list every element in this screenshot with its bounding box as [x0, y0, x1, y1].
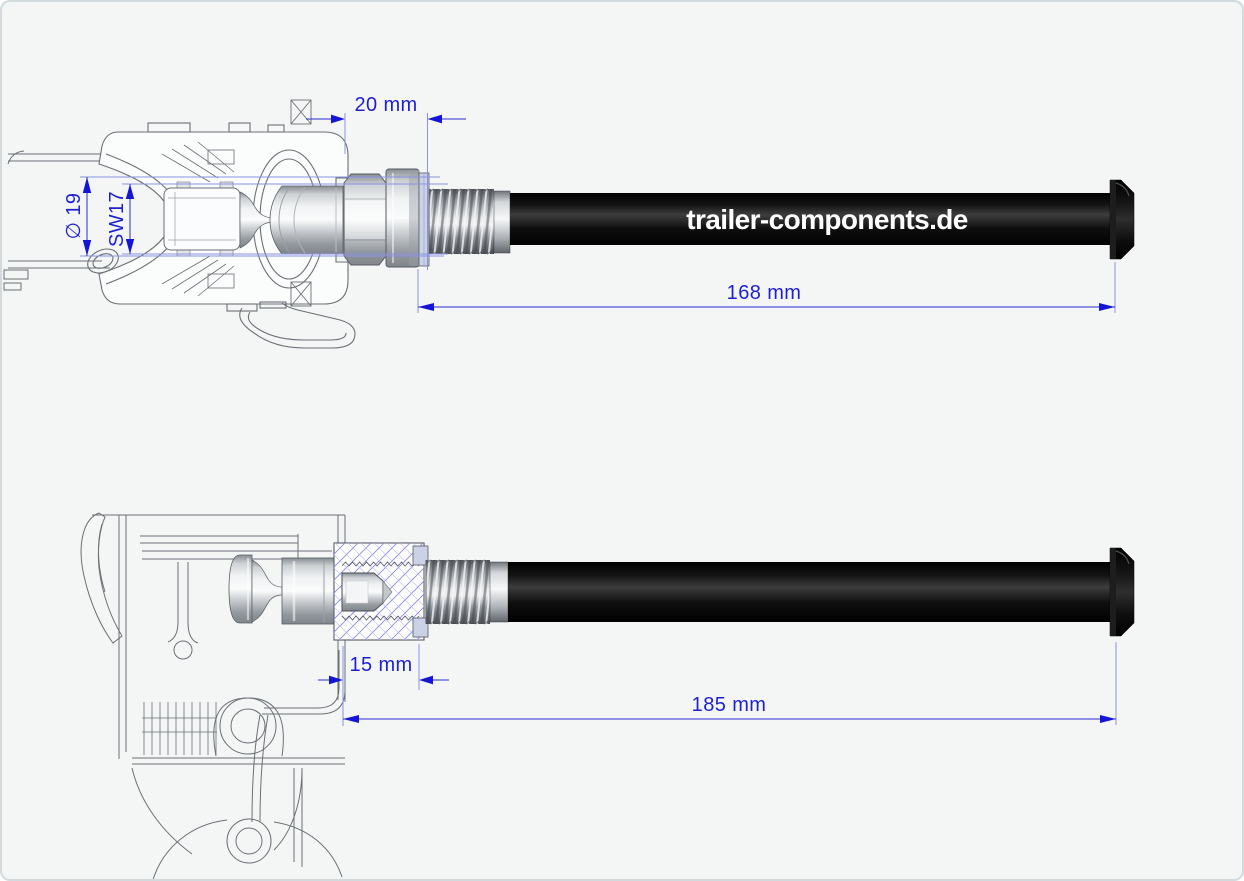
dimension-20mm: 20 mm	[306, 94, 466, 270]
thread-section	[428, 188, 511, 255]
ball-shank-assembly	[239, 185, 344, 255]
bottom-view: 15 mm 185 mm	[80, 512, 1135, 879]
dimension-dia19: ∅ 19	[63, 176, 444, 257]
washer-collar	[385, 168, 430, 268]
dim-label-15mm: 15 mm	[349, 654, 412, 676]
drawbar-tube	[3, 150, 110, 291]
hex-nut	[343, 173, 387, 266]
thru-axle-shaft: trailer-components.de	[510, 179, 1135, 260]
top-view: trailer-components.de 20 mm 168 mm	[3, 94, 1135, 349]
section-bolt-marker	[290, 99, 312, 307]
washer-tab-top	[412, 545, 429, 566]
clamp-block	[163, 181, 241, 257]
receiver-bracket	[80, 512, 349, 879]
washer-tab-bottom	[412, 617, 429, 638]
dim-label-168mm: 168 mm	[727, 282, 802, 304]
thread-section-bottom	[425, 559, 509, 625]
brand-label: trailer-components.de	[686, 204, 967, 235]
silver-collar	[493, 190, 511, 254]
dimension-15mm: 15 mm	[318, 644, 449, 726]
dim-label-dia19: ∅ 19	[63, 193, 85, 240]
dimension-185mm: 185 mm	[343, 642, 1117, 725]
ball-socket-hole	[87, 248, 119, 274]
dim-label-sw17: SW17	[106, 191, 128, 247]
dim-label-185mm: 185 mm	[692, 694, 767, 716]
section-block	[333, 542, 429, 641]
hex-socket	[341, 572, 393, 612]
dimension-168mm: 168 mm	[417, 262, 1116, 313]
ball-pin-knob	[228, 554, 335, 625]
dim-label-20mm: 20 mm	[354, 94, 417, 116]
release-handle	[226, 301, 356, 349]
thru-axle-shaft-bottom	[508, 547, 1135, 637]
dimension-sw17: SW17	[106, 183, 448, 255]
